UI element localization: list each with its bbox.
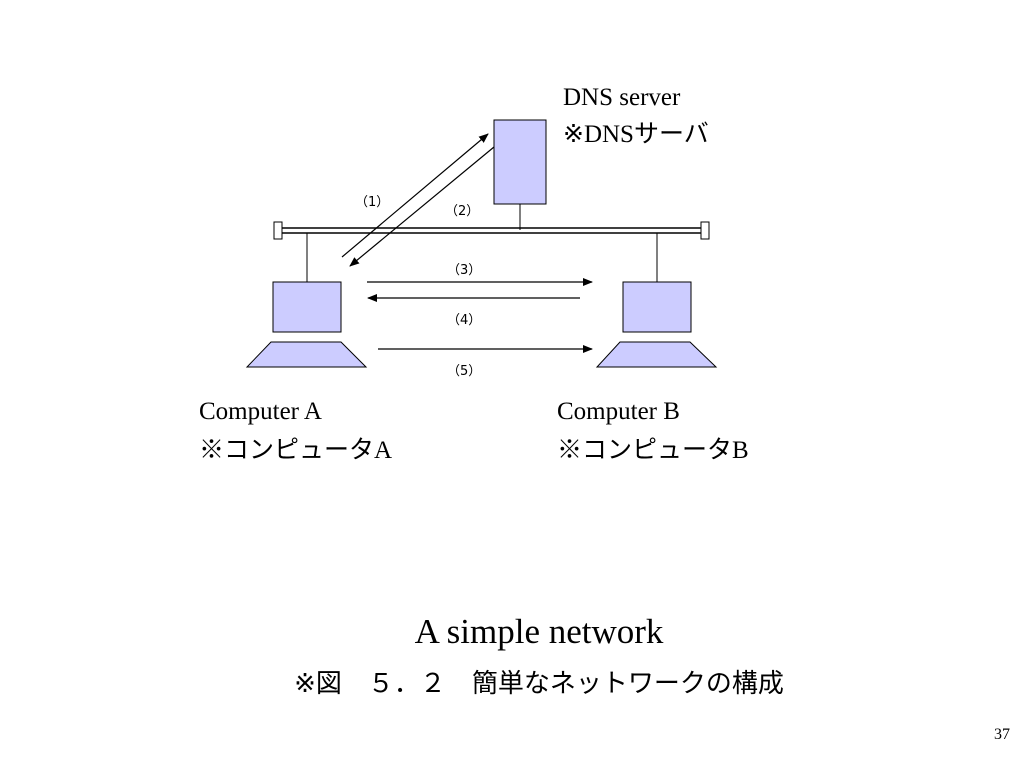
- slide-title: A simple network: [414, 612, 664, 651]
- computer-b-label: Computer B: [557, 398, 680, 425]
- step-label-1: （1）: [355, 195, 390, 210]
- dns-server-label: DNS server: [563, 84, 681, 111]
- step-label-4: （4）: [447, 313, 482, 328]
- computer-a-label: Computer A: [199, 398, 322, 425]
- step-label-2: （2）: [445, 204, 480, 219]
- arrow-step-2: [349, 146, 495, 267]
- computer-b-label-ja: ※コンピュータB: [557, 437, 749, 464]
- arrow-step-1: [341, 133, 489, 258]
- computer-a-label-ja: ※コンピュータA: [199, 437, 393, 464]
- computer-a-icon: [245, 233, 368, 368]
- page-number: 37: [994, 726, 1010, 743]
- network-bus: [273, 221, 710, 240]
- dns-server-label-ja: ※DNSサーバ: [563, 121, 709, 148]
- computer-b-icon: [595, 233, 718, 368]
- dns-server-box: [493, 119, 547, 205]
- step-label-3: （3）: [447, 263, 482, 278]
- slide-subtitle: ※図 ５．２ 簡単なネットワークの構成: [294, 669, 784, 699]
- step-label-5: （5）: [447, 364, 482, 379]
